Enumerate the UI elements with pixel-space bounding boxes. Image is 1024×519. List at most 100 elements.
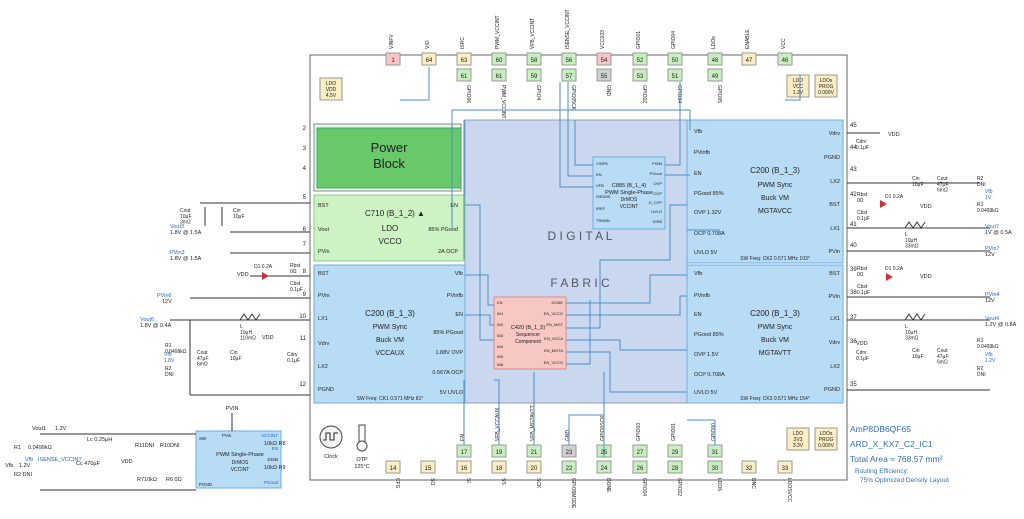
net-label: VDD [920,204,932,210]
net-value: 1.2V @ 0.8A [985,322,1017,328]
pin-label: IN5 [497,354,504,359]
ldo-prog-box [814,427,838,451]
net-value: 1.8V @ 0.4A [140,323,172,329]
ldo-label: LDO [793,78,803,84]
pin-number: 35 [850,382,857,388]
pin-label: DISB [653,219,663,224]
pin-label: LX1 [318,316,328,322]
pin-label: PWM [652,161,662,166]
pin-name: VFB_VCCAUX [495,407,501,441]
route-wire [465,274,494,306]
pin-label: PGND [199,482,213,487]
pin-box [632,444,648,458]
pin-name: LDO6 [716,478,722,491]
pin-number: 19 [496,450,503,456]
pin-label: Vfb [455,271,463,277]
pin-name: GPIO04 [676,85,682,103]
thermometer-icon [356,440,368,452]
pin-label: IREF [596,206,606,211]
pin-name: CFG [394,478,400,489]
pin-box [741,52,757,66]
pin-number: 20 [531,466,538,472]
pin-box [526,460,542,474]
pin-number: 26 [637,466,644,472]
pin-label: IN2 [497,322,504,327]
net-label: VDD [856,341,868,347]
pin-label: EN [497,300,503,305]
pin-number: 4 [303,166,307,172]
pin-label: PVin [222,433,232,438]
net-label: PVin7 [985,246,1000,252]
net-value: 1.2V [19,463,31,469]
pin-label: PVin [318,293,330,299]
pin-number: 22 [566,466,573,472]
ldo-vdd-box [319,77,343,101]
net-label: VDD [888,132,900,138]
pin-label: EN_MGTA [544,348,563,353]
pin-box [596,52,612,66]
pin-label: IN1 [497,311,504,316]
pin-box [421,52,437,66]
ldo-label: 0.000V [818,443,835,449]
net-label: VDD [237,272,249,278]
net-label: Vout7 [985,224,999,230]
buck-label: MGTAVTT [759,350,792,357]
pin-name: GPIO04 [641,478,647,496]
pin-box [741,460,757,474]
pin-number: 37 [850,315,857,321]
pin-number: 64 [426,58,433,64]
component-label: 0.0499kΩ [28,445,52,451]
pin-name: VCC033 [600,30,606,49]
net-label: Vfb [25,457,33,463]
component-label: R1 [14,445,21,451]
pin-label: IN3 [497,333,504,338]
power-block [316,127,462,189]
routing-label: Routing Efficiency: [855,468,909,475]
net-label: PVin3 [170,250,185,256]
pin-number: 36 [850,339,857,345]
pin-number: 32 [746,466,753,472]
pin-label: OVP 1.5V [694,352,719,358]
clock-label: Clock [324,454,338,460]
pin-name: VIO [425,40,431,49]
pin-label: EN_VCCO [544,311,563,316]
route-wire [566,204,687,329]
net-label: Vfb [5,463,13,469]
pin-box [561,52,577,66]
pin-label: PGND [318,387,334,393]
pin-name: GPIO04 [671,31,677,49]
buck-block-mgtavtt [686,264,844,404]
pin-label: LX1 [830,226,840,232]
pin-number: 2 [303,126,307,132]
pin-number: 60 [496,58,503,64]
ldo-block-title: C710 (B_1_2) ▲ [365,209,425,218]
pin-name: ENABLE [745,29,751,49]
pin-name: GPIO4 [535,85,541,101]
pin-name: GPIO5MODE [570,478,576,509]
pin-label: 5V UVLO [440,390,464,396]
pin-label: OCP 0.708A [694,372,725,378]
pin-label: 0.567A OCP [432,370,463,376]
ldo-label: LDO [326,81,336,87]
route-wire [451,109,691,228]
pwm-block-label: DrMOS [232,460,249,466]
component-label: Lc 0.25μH [87,437,112,443]
component-label: R10DNI [160,443,180,449]
pin-label: UVLO 5V [694,250,718,256]
pin-label: BST [318,271,329,277]
pin-label: VINFB [596,161,608,166]
total-area: Total Area ≈ 768.57 mm² [850,454,943,464]
pin-label: 2A OCP [438,249,458,255]
pin-box [456,52,472,66]
design-id: ARD_X_KX7_C2_IC1 [850,439,933,449]
pin-name: ISENSE_VCCINT [565,9,571,49]
pin-number: 40 [850,243,857,249]
